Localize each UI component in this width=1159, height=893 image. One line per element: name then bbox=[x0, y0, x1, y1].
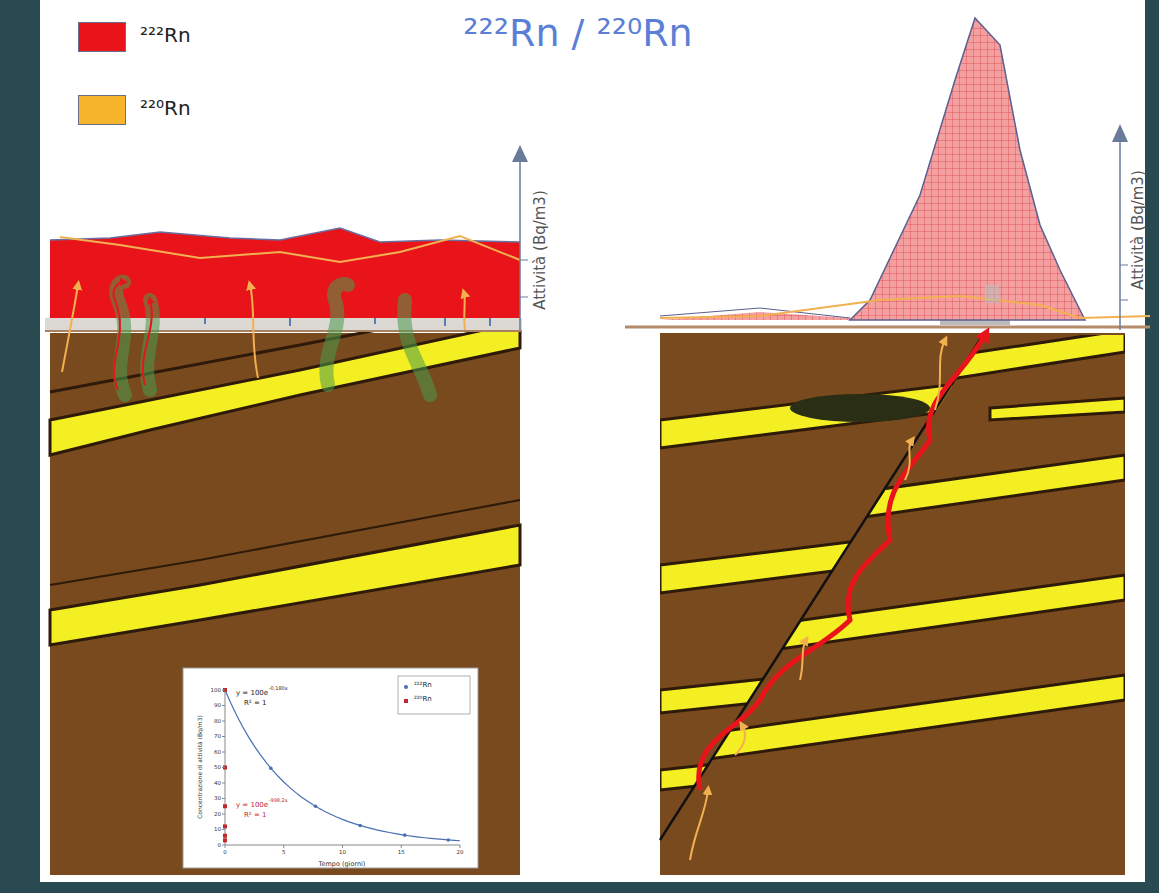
legend-text: ²²⁰Rn bbox=[140, 97, 191, 120]
r-squared: R² = 1 bbox=[244, 699, 266, 707]
tick-label: 50 bbox=[214, 764, 221, 770]
tick-label: 5 bbox=[282, 849, 286, 855]
equation: y = 100e bbox=[236, 689, 268, 697]
right-section bbox=[625, 18, 1150, 875]
legend-swatch bbox=[78, 22, 126, 52]
axis-label: Attività (Bq/m3) bbox=[532, 190, 549, 310]
r-squared: R² = 1 bbox=[244, 811, 266, 819]
tick-label: 40 bbox=[214, 780, 221, 786]
tick-label: 15 bbox=[398, 849, 405, 855]
tick-label: 30 bbox=[214, 795, 221, 801]
equation-exponent: -998,2x bbox=[269, 798, 288, 804]
tick-label: 0 bbox=[218, 842, 222, 848]
left-section bbox=[45, 145, 528, 875]
tick-label: 80 bbox=[214, 718, 221, 724]
legend-text: ²²⁰Rn bbox=[414, 695, 432, 703]
legend-marker bbox=[404, 685, 408, 689]
equation: y = 100e bbox=[236, 801, 268, 809]
axis-label: Attività (Bq/m3) bbox=[1130, 170, 1147, 290]
legend-marker bbox=[404, 699, 408, 703]
tick-label: 60 bbox=[214, 749, 221, 755]
legend-text: ²²²Rn bbox=[140, 24, 191, 47]
tick-label: 100 bbox=[211, 687, 222, 693]
tick-label: 10 bbox=[214, 826, 221, 832]
axis-label: Tempo (giorni) bbox=[319, 861, 366, 868]
tick-label: 20 bbox=[457, 849, 464, 855]
equation-exponent: -0,180x bbox=[269, 686, 288, 692]
tick-label: 90 bbox=[214, 702, 221, 708]
tick-label: 20 bbox=[214, 811, 221, 817]
title: ²²²Rn / ²²⁰Rn bbox=[463, 12, 692, 56]
legend-swatch bbox=[78, 95, 126, 125]
tick-label: 10 bbox=[339, 849, 346, 855]
tick-label: 0 bbox=[223, 849, 227, 855]
white-panel bbox=[40, 0, 1145, 882]
legend-text: ²²²Rn bbox=[414, 681, 432, 689]
axis-label: Concentrazione di attività (Bq/m3) bbox=[197, 715, 204, 819]
tick-label: 70 bbox=[214, 733, 221, 739]
